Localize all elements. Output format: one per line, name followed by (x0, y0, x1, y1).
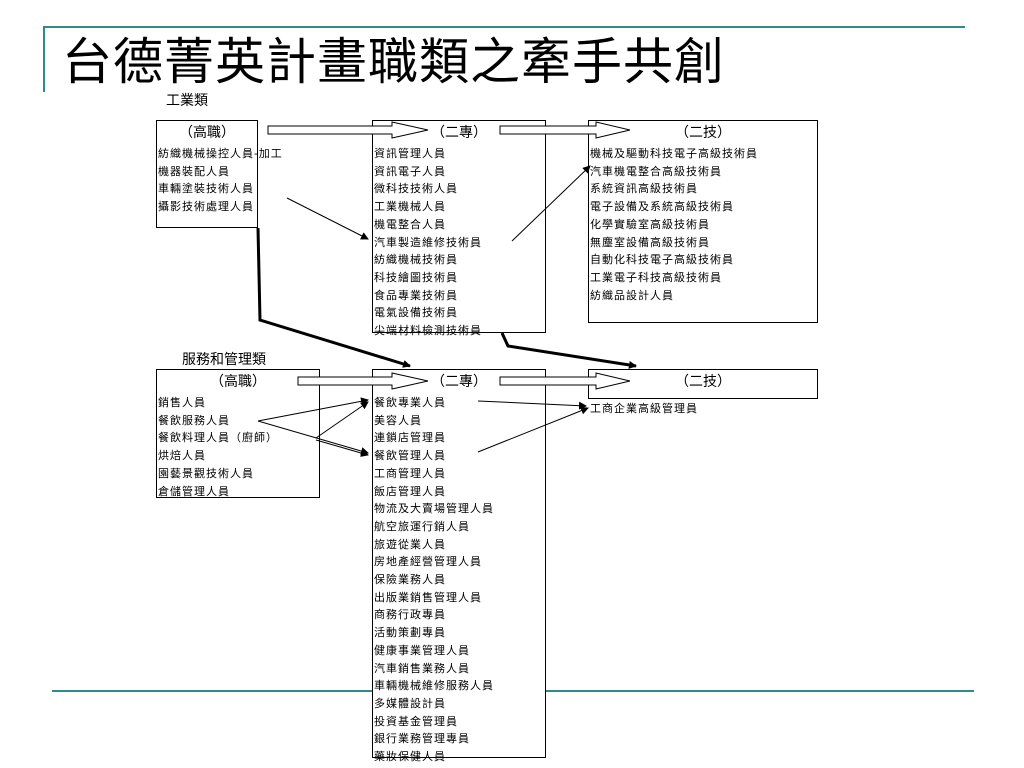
section-label-service: 服務和管理類 (182, 352, 266, 368)
list-item: 餐飲專業人員 (374, 396, 446, 409)
title-accent-line-top (43, 26, 965, 28)
block-arrow-industrial-junior-to-tech (499, 121, 631, 139)
list-item: 銀行業務管理專員 (374, 732, 470, 746)
list-item: 紡織機械操控人員-加工 (158, 147, 283, 160)
box-title: （高職） (179, 125, 235, 141)
list-item: 物流及大賣場管理人員 (374, 502, 494, 516)
list-item: 藥妝保健人員 (374, 750, 446, 764)
list-item: 科技繪圖技術員 (374, 270, 458, 284)
service-tech-college-list: 工商企業高級管理員 (590, 400, 698, 418)
arrow-chef-to-catering-mgmt (315, 439, 369, 457)
list-item: 商務行政專員 (374, 608, 446, 622)
list-item: 餐飲管理人員 (374, 449, 446, 463)
industrial-junior-college-list: 資訊管理人員 資訊電子人員 微科技技術人員 工業機械人員 機電整合人員 汽車製造… (374, 145, 482, 340)
list-item: 資訊管理人員 (374, 147, 446, 160)
list-item: 電子設備及系統高級技術員 (590, 200, 734, 214)
list-item: 尖端材料檢測技術員 (374, 324, 482, 338)
arrow-chef-to-catering-pro (315, 401, 369, 439)
list-item: 汽車銷售業務人員 (374, 661, 470, 675)
industrial-vocational-list: 紡織機械操控人員-加工 機器裝配人員 車輛塗裝技術人員 攝影技術處理人員 (158, 145, 283, 216)
list-item: 烘焙人員 (158, 449, 206, 463)
arrow-catering-mgmt-to-senior-mgmt (477, 406, 589, 453)
list-item: 機電整合人員 (374, 217, 446, 231)
service-tech-college-box: （二技） 工商企業高級管理員 (588, 369, 818, 415)
list-item: 工商企業高級管理員 (590, 402, 698, 415)
list-item: 汽車機電整合高級技術員 (590, 164, 722, 178)
box-title: （二技） (675, 125, 731, 141)
list-item: 飯店管理人員 (374, 484, 446, 498)
list-item: 紡織機械技術員 (374, 253, 458, 267)
box-title: （高職） (210, 374, 266, 390)
list-item: 無塵室設備高級技術員 (590, 235, 710, 249)
list-item: 工商管理人員 (374, 466, 446, 480)
list-item: 銷售人員 (158, 396, 206, 409)
section-label-industrial: 工業類 (166, 93, 208, 109)
list-item: 倉儲管理人員 (158, 484, 230, 498)
list-item: 保險業務人員 (374, 573, 446, 587)
list-item: 房地產經營管理人員 (374, 555, 482, 569)
list-item: 機械及驅動科技電子高級技術員 (590, 147, 758, 160)
list-item: 微科技技術人員 (374, 182, 458, 196)
list-item: 車輛塗裝技術人員 (158, 182, 254, 196)
list-item: 投資基金管理員 (374, 714, 458, 728)
list-item: 活動策劃專員 (374, 626, 446, 640)
arrow-vehicle-paint-to-auto-repair (286, 197, 369, 240)
page-title: 台德菁英計畫職類之牽手共創 (62, 33, 725, 91)
list-item: 旅遊從業人員 (374, 537, 446, 551)
list-item: 出版業銷售管理人員 (374, 590, 482, 604)
box-title: （二專） (431, 125, 487, 141)
industrial-junior-college-box: （二專） 資訊管理人員 資訊電子人員 微科技技術人員 工業機械人員 機電整合人員… (372, 120, 546, 337)
service-junior-college-list: 餐飲專業人員 美容人員 連鎖店管理員 餐飲管理人員 工商管理人員 飯店管理人員 … (374, 394, 494, 766)
list-item: 化學實驗室高級技術員 (590, 217, 710, 231)
industrial-tech-college-box: （二技） 機械及驅動科技電子高級技術員 汽車機電整合高級技術員 系統資訊高級技術… (588, 120, 818, 323)
list-item: 自動化科技電子高級技術員 (590, 253, 734, 267)
list-item: 工業機械人員 (374, 200, 446, 214)
list-item: 餐飲服務人員 (158, 413, 230, 427)
list-item: 食品專業技術員 (374, 288, 458, 302)
arrow-catering-service-to-catering-mgmt (257, 420, 369, 455)
title-accent-line-left (43, 26, 45, 92)
arrow-auto-repair-to-auto-mechatronics (511, 165, 591, 242)
arrow-catering-pro-to-senior-mgmt (477, 400, 587, 410)
list-item: 連鎖店管理員 (374, 431, 446, 445)
arrow-industrial-junior-to-service-tech (500, 332, 637, 369)
list-item: 園藝景觀技術人員 (158, 466, 254, 480)
block-arrow-service-vocational-to-junior (297, 372, 429, 390)
list-item: 機器裝配人員 (158, 164, 230, 178)
list-item: 健康事業管理人員 (374, 643, 470, 657)
arrow-catering-service-to-catering-pro (257, 397, 369, 422)
list-item: 紡織品設計人員 (590, 288, 674, 302)
service-vocational-list: 銷售人員 餐飲服務人員 餐飲料理人員（廚師） 烘焙人員 園藝景觀技術人員 倉儲管… (158, 394, 278, 500)
list-item: 車輛機械維修服務人員 (374, 679, 494, 693)
service-junior-college-box: （二專） 餐飲專業人員 美容人員 連鎖店管理員 餐飲管理人員 工商管理人員 飯店… (372, 369, 546, 763)
industrial-tech-college-list: 機械及驅動科技電子高級技術員 汽車機電整合高級技術員 系統資訊高級技術員 電子設… (590, 145, 758, 304)
list-item: 餐飲料理人員（廚師） (158, 431, 278, 445)
list-item: 電氣設備技術員 (374, 306, 458, 320)
list-item: 攝影技術處理人員 (158, 200, 254, 214)
list-item: 美容人員 (374, 413, 422, 427)
list-item: 航空旅運行銷人員 (374, 519, 470, 533)
box-title: （二技） (675, 374, 731, 390)
list-item: 汽車製造維修技術員 (374, 235, 482, 249)
box-title: （二專） (431, 374, 487, 390)
list-item: 系統資訊高級技術員 (590, 182, 698, 196)
list-item: 資訊電子人員 (374, 164, 446, 178)
service-vocational-box: （高職） 銷售人員 餐飲服務人員 餐飲料理人員（廚師） 烘焙人員 園藝景觀技術人… (156, 369, 320, 498)
block-arrow-industrial-vocational-to-junior (267, 121, 429, 139)
list-item: 多媒體設計員 (374, 696, 446, 710)
list-item: 工業電子科技高級技術員 (590, 270, 722, 284)
industrial-vocational-box: （高職） 紡織機械操控人員-加工 機器裝配人員 車輛塗裝技術人員 攝影技術處理人… (156, 120, 282, 228)
block-arrow-service-junior-to-tech (499, 372, 631, 390)
arrow-industrial-vocational-to-service-junior (256, 227, 411, 368)
